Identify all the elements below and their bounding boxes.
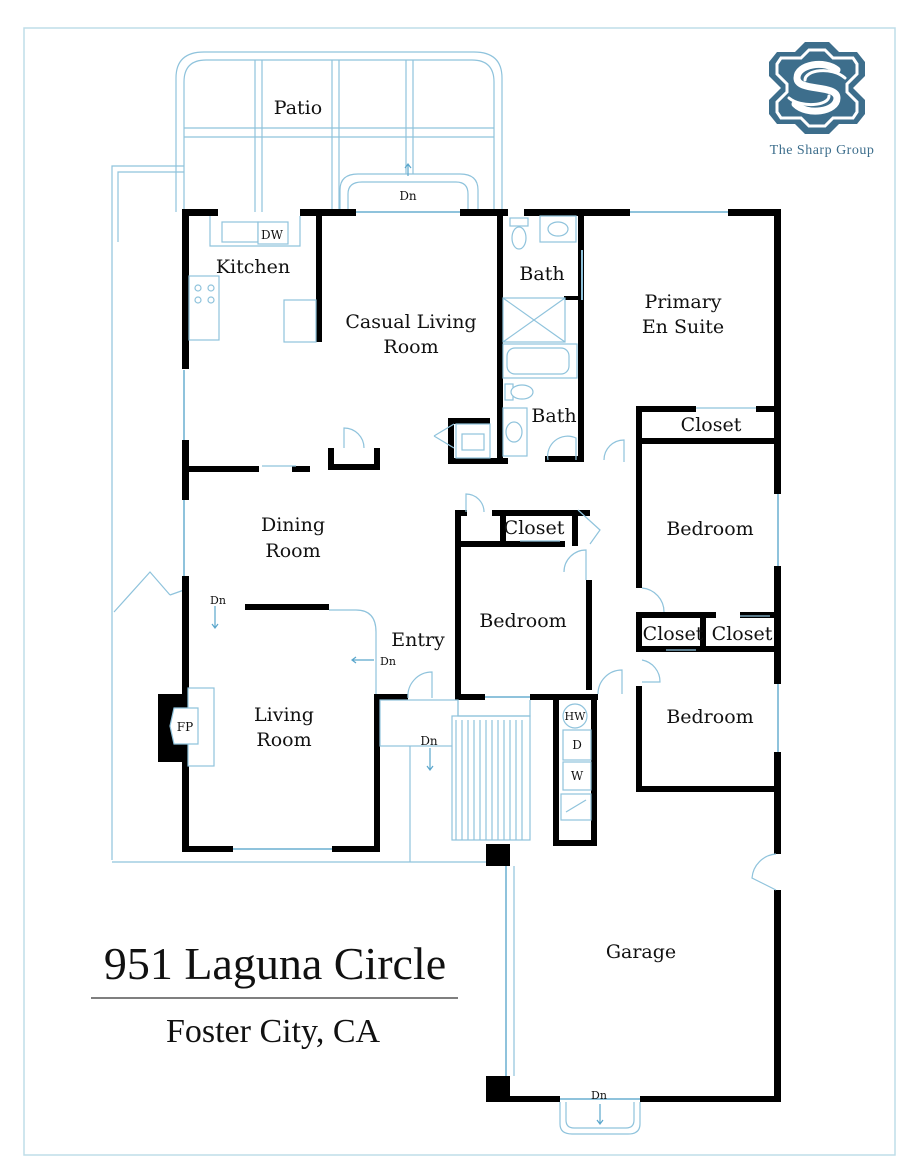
living-label-1: Living — [254, 704, 314, 726]
patio-label: Patio — [274, 97, 322, 119]
bedroom-right-lower-label: Bedroom — [666, 706, 753, 728]
bedroom-center-label: Bedroom — [479, 610, 566, 632]
dining-label-2: Room — [265, 540, 320, 562]
patio-step-label: Dn — [399, 189, 417, 203]
living-label-2: Room — [256, 729, 311, 751]
living-step-arrow — [351, 656, 374, 664]
closet-b-label: Closet — [712, 623, 773, 645]
water-heater-label: HW — [565, 710, 587, 723]
bath-lower-label: Bath — [531, 405, 576, 427]
fireplace-label: FP — [177, 720, 193, 734]
primary-closet-label: Closet — [681, 414, 742, 436]
side-step-label: Dn — [210, 594, 226, 607]
room-labels: Kitchen DW Casual Living Room Bath Bath … — [177, 228, 773, 1102]
side-step-arrow — [211, 606, 219, 629]
kitchen-label: Kitchen — [216, 256, 290, 278]
bedroom-right-upper-label: Bedroom — [666, 518, 753, 540]
entry-step-label: Dn — [420, 734, 438, 748]
hall-closet-label: Closet — [504, 517, 565, 539]
casual-living-label-1: Casual Living — [345, 311, 476, 333]
entry-step-arrow — [426, 748, 434, 771]
title-block: 951 Laguna Circle Foster City, CA — [91, 938, 458, 1050]
site-outline — [111, 165, 488, 863]
living-step-label: Dn — [380, 655, 396, 668]
sharp-group-monogram-icon — [769, 42, 865, 134]
logo: The Sharp Group — [769, 42, 874, 158]
entry-label: Entry — [391, 629, 445, 651]
page-frame — [23, 27, 896, 1156]
dryer-label: D — [572, 738, 582, 752]
patio: Patio Dn — [175, 51, 503, 213]
patio-step-arrow — [404, 163, 412, 176]
closet-a-label: Closet — [643, 623, 704, 645]
garage-label: Garage — [606, 941, 676, 963]
garage-step-label: Dn — [591, 1089, 607, 1102]
bath-upper-label: Bath — [519, 263, 564, 285]
logo-text: The Sharp Group — [770, 143, 875, 158]
address-city: Foster City, CA — [166, 1013, 381, 1050]
casual-living-label-2: Room — [383, 336, 438, 358]
washer-label: W — [571, 769, 584, 783]
walls — [158, 209, 781, 1102]
dining-label-1: Dining — [261, 514, 325, 536]
fixtures — [169, 211, 779, 1135]
address-street: 951 Laguna Circle — [104, 938, 446, 989]
dishwasher-label: DW — [261, 228, 284, 242]
step-arrows — [211, 606, 604, 1125]
primary-label-2: En Suite — [642, 316, 724, 338]
primary-label-1: Primary — [644, 291, 721, 313]
garage-step-arrow — [596, 1104, 604, 1125]
